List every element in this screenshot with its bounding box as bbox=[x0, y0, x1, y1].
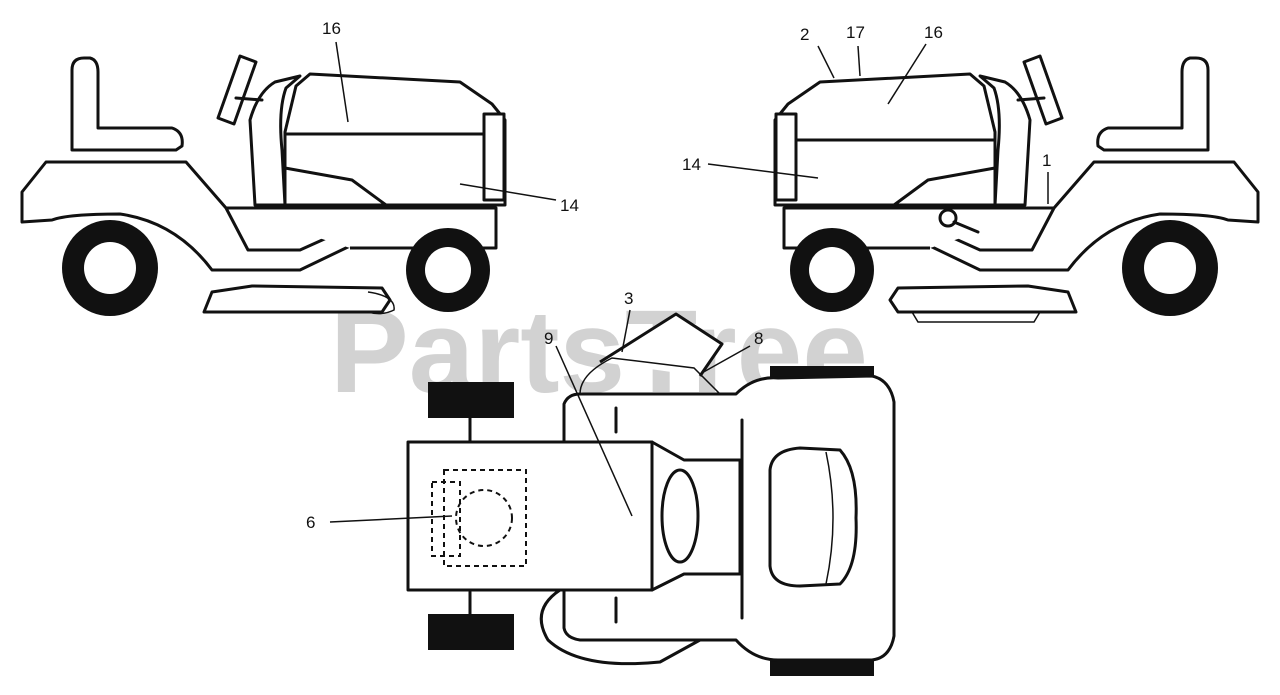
top-chute-base bbox=[579, 357, 721, 395]
steering-shaft-right bbox=[1016, 96, 1046, 102]
leader-6 bbox=[329, 515, 453, 523]
leader-16-right bbox=[887, 43, 927, 105]
tractor-top-view: 3 9 8 6 bbox=[306, 289, 896, 676]
callout-8: 8 bbox=[754, 329, 763, 348]
hood-side-line bbox=[283, 166, 388, 207]
callout-6: 6 bbox=[306, 513, 315, 532]
seat-right bbox=[1096, 56, 1210, 152]
dash-panel bbox=[248, 74, 302, 207]
fuel-cap bbox=[938, 208, 958, 228]
callout-17: 17 bbox=[846, 23, 865, 42]
front-wheel-hub bbox=[425, 247, 471, 293]
hood-side-line-right bbox=[892, 166, 997, 207]
callout-16-left: 16 bbox=[322, 19, 341, 38]
tractor-left-side-view: 16 14 bbox=[20, 19, 579, 316]
leader-3 bbox=[621, 309, 631, 353]
top-decal-circle bbox=[455, 489, 513, 547]
tractor-right-side-view: 2 17 16 14 1 bbox=[682, 23, 1260, 323]
callout-16-right: 16 bbox=[924, 23, 943, 42]
leader-14-left bbox=[459, 183, 557, 201]
mower-deck bbox=[202, 284, 392, 314]
top-seat-back bbox=[825, 451, 834, 585]
steering-wheel-right bbox=[1022, 54, 1064, 126]
grille-right bbox=[774, 112, 798, 202]
leader-8 bbox=[699, 345, 751, 375]
rear-wheel-hub-right bbox=[1144, 242, 1196, 294]
top-seat bbox=[768, 446, 858, 588]
leader-17 bbox=[857, 45, 861, 77]
dash-panel-right bbox=[978, 74, 1032, 207]
top-front-wheel-upper bbox=[428, 382, 514, 418]
steering-shaft bbox=[234, 96, 264, 102]
deck-chute bbox=[367, 291, 395, 315]
top-decal-box-outer bbox=[443, 469, 527, 567]
mower-deck-right bbox=[888, 284, 1078, 314]
leader-16-left bbox=[335, 41, 349, 123]
rear-wheel-hub bbox=[84, 242, 136, 294]
callout-9: 9 bbox=[544, 329, 553, 348]
callout-3: 3 bbox=[624, 289, 633, 308]
callout-1: 1 bbox=[1042, 151, 1051, 170]
callout-14-left: 14 bbox=[560, 196, 579, 215]
callout-2: 2 bbox=[800, 25, 809, 44]
callout-14-right: 14 bbox=[682, 155, 701, 174]
leader-9 bbox=[555, 345, 633, 517]
front-wheel-hub-right bbox=[809, 247, 855, 293]
leader-2 bbox=[817, 45, 835, 79]
deck-discharge-right bbox=[910, 311, 1042, 323]
grille bbox=[482, 112, 506, 202]
steering-wheel bbox=[216, 54, 258, 126]
top-decal-box-inner bbox=[431, 481, 461, 557]
top-front-wheel-lower bbox=[428, 614, 514, 650]
fuel-cap-handle bbox=[952, 220, 980, 234]
seat bbox=[70, 56, 184, 152]
top-steering-wheel bbox=[660, 468, 700, 564]
leader-14-right bbox=[707, 163, 819, 179]
